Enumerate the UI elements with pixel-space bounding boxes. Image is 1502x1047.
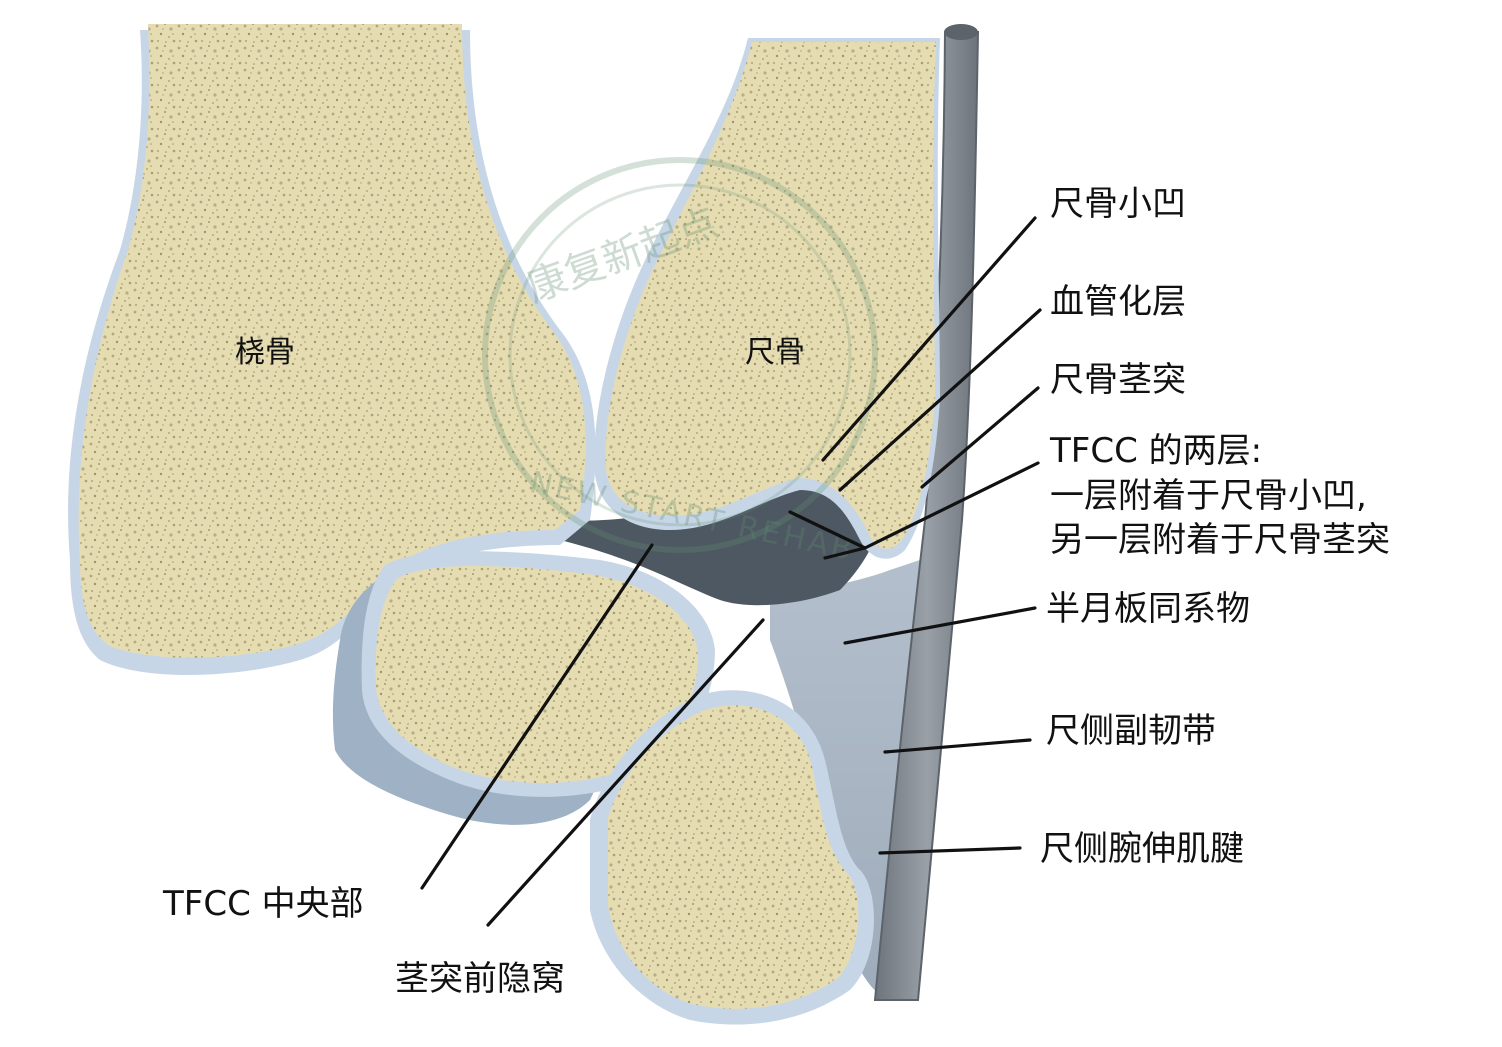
callout-meniscus-homologue: 半月板同系物: [1046, 589, 1250, 629]
carpal-bone-1: [375, 565, 698, 784]
leader-ucl: [883, 738, 1032, 754]
leader-tfcc-central: [420, 543, 654, 890]
leader-lines: [420, 216, 1042, 927]
carpal-bone-2: [608, 705, 859, 1009]
ecu-tendon-top: [944, 24, 978, 40]
callout-vascular-layer: 血管化层: [1050, 282, 1186, 322]
ulnar-collateral-ligament-shape: [770, 560, 920, 1000]
radius-label: 桡骨: [235, 335, 295, 370]
callout-styloid: 尺骨茎突: [1050, 360, 1186, 400]
callout-two-layers-line3: 另一层附着于尺骨茎突: [1050, 520, 1390, 560]
leader-prestyloid: [486, 618, 765, 927]
callout-two-layers-line1: TFCC 的两层:: [1049, 431, 1262, 471]
callout-tfcc-central: TFCC 中央部: [162, 884, 364, 924]
callout-two-layers-line2: 一层附着于尺骨小凹,: [1050, 476, 1367, 516]
callout-ucl: 尺侧副韧带: [1046, 711, 1216, 751]
tfcc-disc-shape: [560, 467, 882, 606]
leader-styloid: [920, 386, 1040, 489]
callout-fovea: 尺骨小凹: [1050, 184, 1186, 224]
ulna-label: 尺骨: [745, 335, 805, 370]
ulna-bone: [605, 42, 936, 549]
leader-two-layers-c: [823, 546, 867, 560]
callout-prestyloid-recess: 茎突前隐窝: [395, 959, 565, 999]
leader-vascular-layer: [838, 308, 1042, 492]
leader-two-layers-b: [788, 510, 867, 550]
radius-bone: [78, 24, 586, 658]
callout-ecu-tendon: 尺侧腕伸肌腱: [1040, 829, 1244, 869]
leader-two-layers-a: [863, 461, 1040, 550]
leader-meniscus: [843, 606, 1037, 645]
leader-ecu: [878, 846, 1022, 855]
leader-fovea: [821, 216, 1037, 462]
